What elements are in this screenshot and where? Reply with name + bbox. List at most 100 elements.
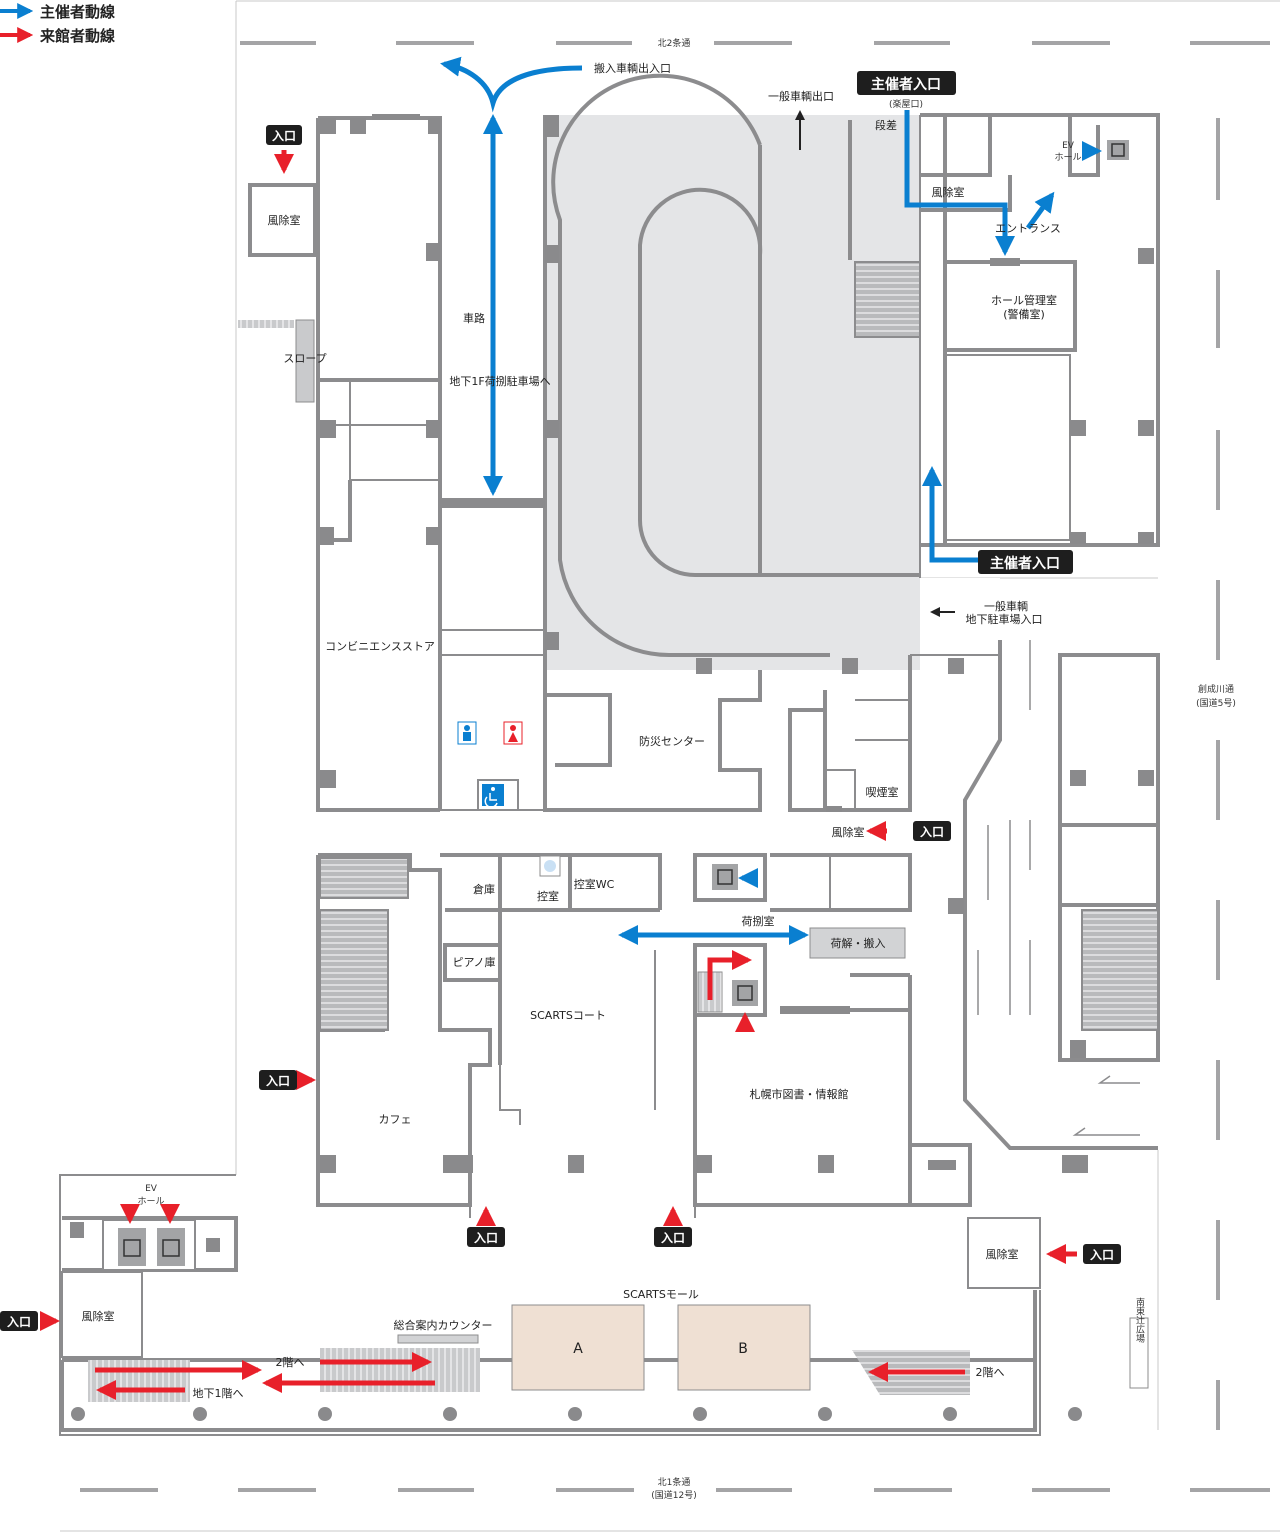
map-labels: 搬入車輌出入口 一般車輌出口 車路 地下1F荷捌駐車場へ 一般車輌 地下駐車場入… (82, 61, 1082, 1400)
stairwell-north (319, 857, 409, 899)
smoking-label: 喫煙室 (866, 785, 899, 799)
legend-visitor-label: 来館者動線 (39, 27, 115, 45)
entrance-southeast[interactable]: 入口 (1083, 1244, 1121, 1264)
entrance-south-2[interactable]: 入口 (654, 1227, 692, 1247)
storage-label: 倉庫 (473, 882, 495, 896)
vehicle-arrows (795, 110, 955, 617)
shop-a-label: A (573, 1341, 583, 1357)
parking-stair (854, 261, 921, 338)
street-north2-label: 北2条通 (658, 37, 691, 49)
route-second-entry (922, 466, 978, 563)
svg-text:主催者入口: 主催者入口 (871, 76, 941, 93)
stairwell-west (319, 909, 389, 1031)
step-label: 段差 (875, 118, 897, 132)
parking-ramp (543, 73, 1000, 670)
plaza-sign (1129, 1317, 1149, 1389)
svg-text:入口: 入口 (272, 129, 296, 143)
lane-arrows (977, 640, 1140, 1136)
organizer-routes (440, 56, 1102, 945)
route-gate-split (440, 56, 583, 113)
green-room-label: 控室 (537, 889, 559, 903)
ramp-inner (638, 187, 920, 577)
entrance-west[interactable]: 入口 (259, 1070, 297, 1090)
stairwell-east (1081, 909, 1159, 1031)
elevator-icons (118, 140, 1129, 1266)
unloading-area (809, 927, 906, 959)
legend-organizer-label: 主催者動線 (40, 3, 115, 21)
svg-text:入口: 入口 (474, 1231, 498, 1245)
windbreak-ne-label: 風除室 (932, 185, 965, 199)
route-to-ev (1025, 191, 1055, 230)
shop-a (511, 1304, 645, 1391)
general-entry-label-2: 地下駐車場入口 (966, 612, 1043, 626)
elevator-icon (712, 864, 738, 890)
visitor-routes (40, 150, 1077, 1400)
svg-text:入口: 入口 (1090, 1248, 1114, 1262)
svg-text:入口: 入口 (7, 1315, 31, 1329)
svg-text:主催者入口: 主催者入口 (990, 555, 1060, 572)
svg-text:入口: 入口 (266, 1074, 290, 1088)
street-sosei-label: 創成川通 (1198, 683, 1234, 695)
street-north1-label: 北1条通 (658, 1476, 691, 1488)
general-entry-label-1: 一般車輌 (984, 599, 1028, 613)
library-label: 札幌市図書・情報館 (750, 1087, 849, 1101)
ev-hall-sw-label-2: ホール (137, 1196, 164, 1207)
windbreak-se-label: 風除室 (986, 1247, 1019, 1261)
slope-rail (238, 320, 294, 328)
svg-text:入口: 入口 (661, 1231, 685, 1245)
slope-ramp (295, 319, 315, 403)
unloading-room-label: 荷捌室 (742, 914, 775, 928)
slope-label: スロープ (283, 352, 326, 365)
mall-columns (71, 1407, 1082, 1421)
svg-text:入口: 入口 (920, 825, 944, 839)
to-2f-left-label: 2階へ (276, 1355, 305, 1369)
entrance-hall-label: エントランス (995, 222, 1061, 235)
windbreak-sw-label: 風除室 (82, 1309, 115, 1323)
road-label: 車路 (463, 311, 485, 325)
escalator-left (88, 1360, 190, 1402)
organizer-second-entrance-badge[interactable]: 主催者入口 (978, 550, 1073, 574)
hall-office-label-1: ホール管理室 (991, 293, 1057, 307)
general-exit-label: 一般車輌出口 (768, 89, 834, 103)
accessible-restroom-icon (482, 784, 504, 808)
info-counter-label: 総合案内カウンター (394, 1318, 493, 1332)
unloading-label: 荷解・搬入 (831, 936, 886, 950)
shower-icon (539, 855, 561, 877)
entrance-badges: 入口 入口 入口 入口 入口 入口 入口 主催者入口 主催者入口 (0, 71, 1121, 1331)
hall-office-label-2: (警備室) (1003, 307, 1045, 321)
elevator-icon (1107, 140, 1129, 160)
elevator-icon (732, 980, 758, 1006)
to-2f-right-label: 2階へ (976, 1365, 1005, 1379)
route-organizer-entry (904, 110, 1015, 256)
street-sosei-sublabel: (国道5号) (1196, 697, 1236, 709)
loading-gate-label: 搬入車輌出入口 (594, 61, 671, 75)
plaza-label: 南東辻広場 (1134, 1296, 1145, 1343)
ev-hall-ne-label-2: ホール (1054, 152, 1081, 163)
elevator-icon (118, 1228, 146, 1266)
cafe-label: カフェ (379, 1113, 412, 1126)
entrance-south-1[interactable]: 入口 (467, 1227, 505, 1247)
to-b1-label: 地下1階へ (193, 1386, 244, 1400)
convenience-label: コンビニエンスストア (325, 640, 435, 653)
entrance-mid-east[interactable]: 入口 (913, 821, 951, 841)
disaster-center-label: 防災センター (639, 734, 705, 748)
organizer-entrance-badge[interactable]: 主催者入口 (857, 71, 956, 95)
road-to-b1-label: 地下1F荷捌駐車場へ (449, 374, 550, 388)
ev-hall-sw-label-1: EV (145, 1184, 158, 1194)
piano-store-label: ピアノ庫 (452, 955, 495, 969)
info-counter (397, 1334, 479, 1344)
entrance-southwest[interactable]: 入口 (0, 1311, 38, 1331)
shop-b (677, 1304, 811, 1391)
entrance-nw[interactable]: 入口 (266, 125, 302, 145)
ev-hall-ne-label-1: EV (1062, 141, 1075, 151)
organizer-entrance-sub: (楽屋口) (889, 98, 923, 110)
scarts-court-label: SCARTSコート (530, 1009, 606, 1022)
male-restroom-icon (457, 721, 477, 745)
elevator-icon (157, 1228, 185, 1266)
mall-label: SCARTSモール (623, 1288, 699, 1301)
windbreak-mid-label: 風除室 (832, 825, 865, 839)
streets: 北2条通 北1条通 (国道12号) 創成川通 (国道5号) 南東辻広場 (59, 0, 1280, 1532)
legend: 主催者動線 来館者動線 (0, 3, 115, 45)
ramp-outer (551, 73, 830, 658)
